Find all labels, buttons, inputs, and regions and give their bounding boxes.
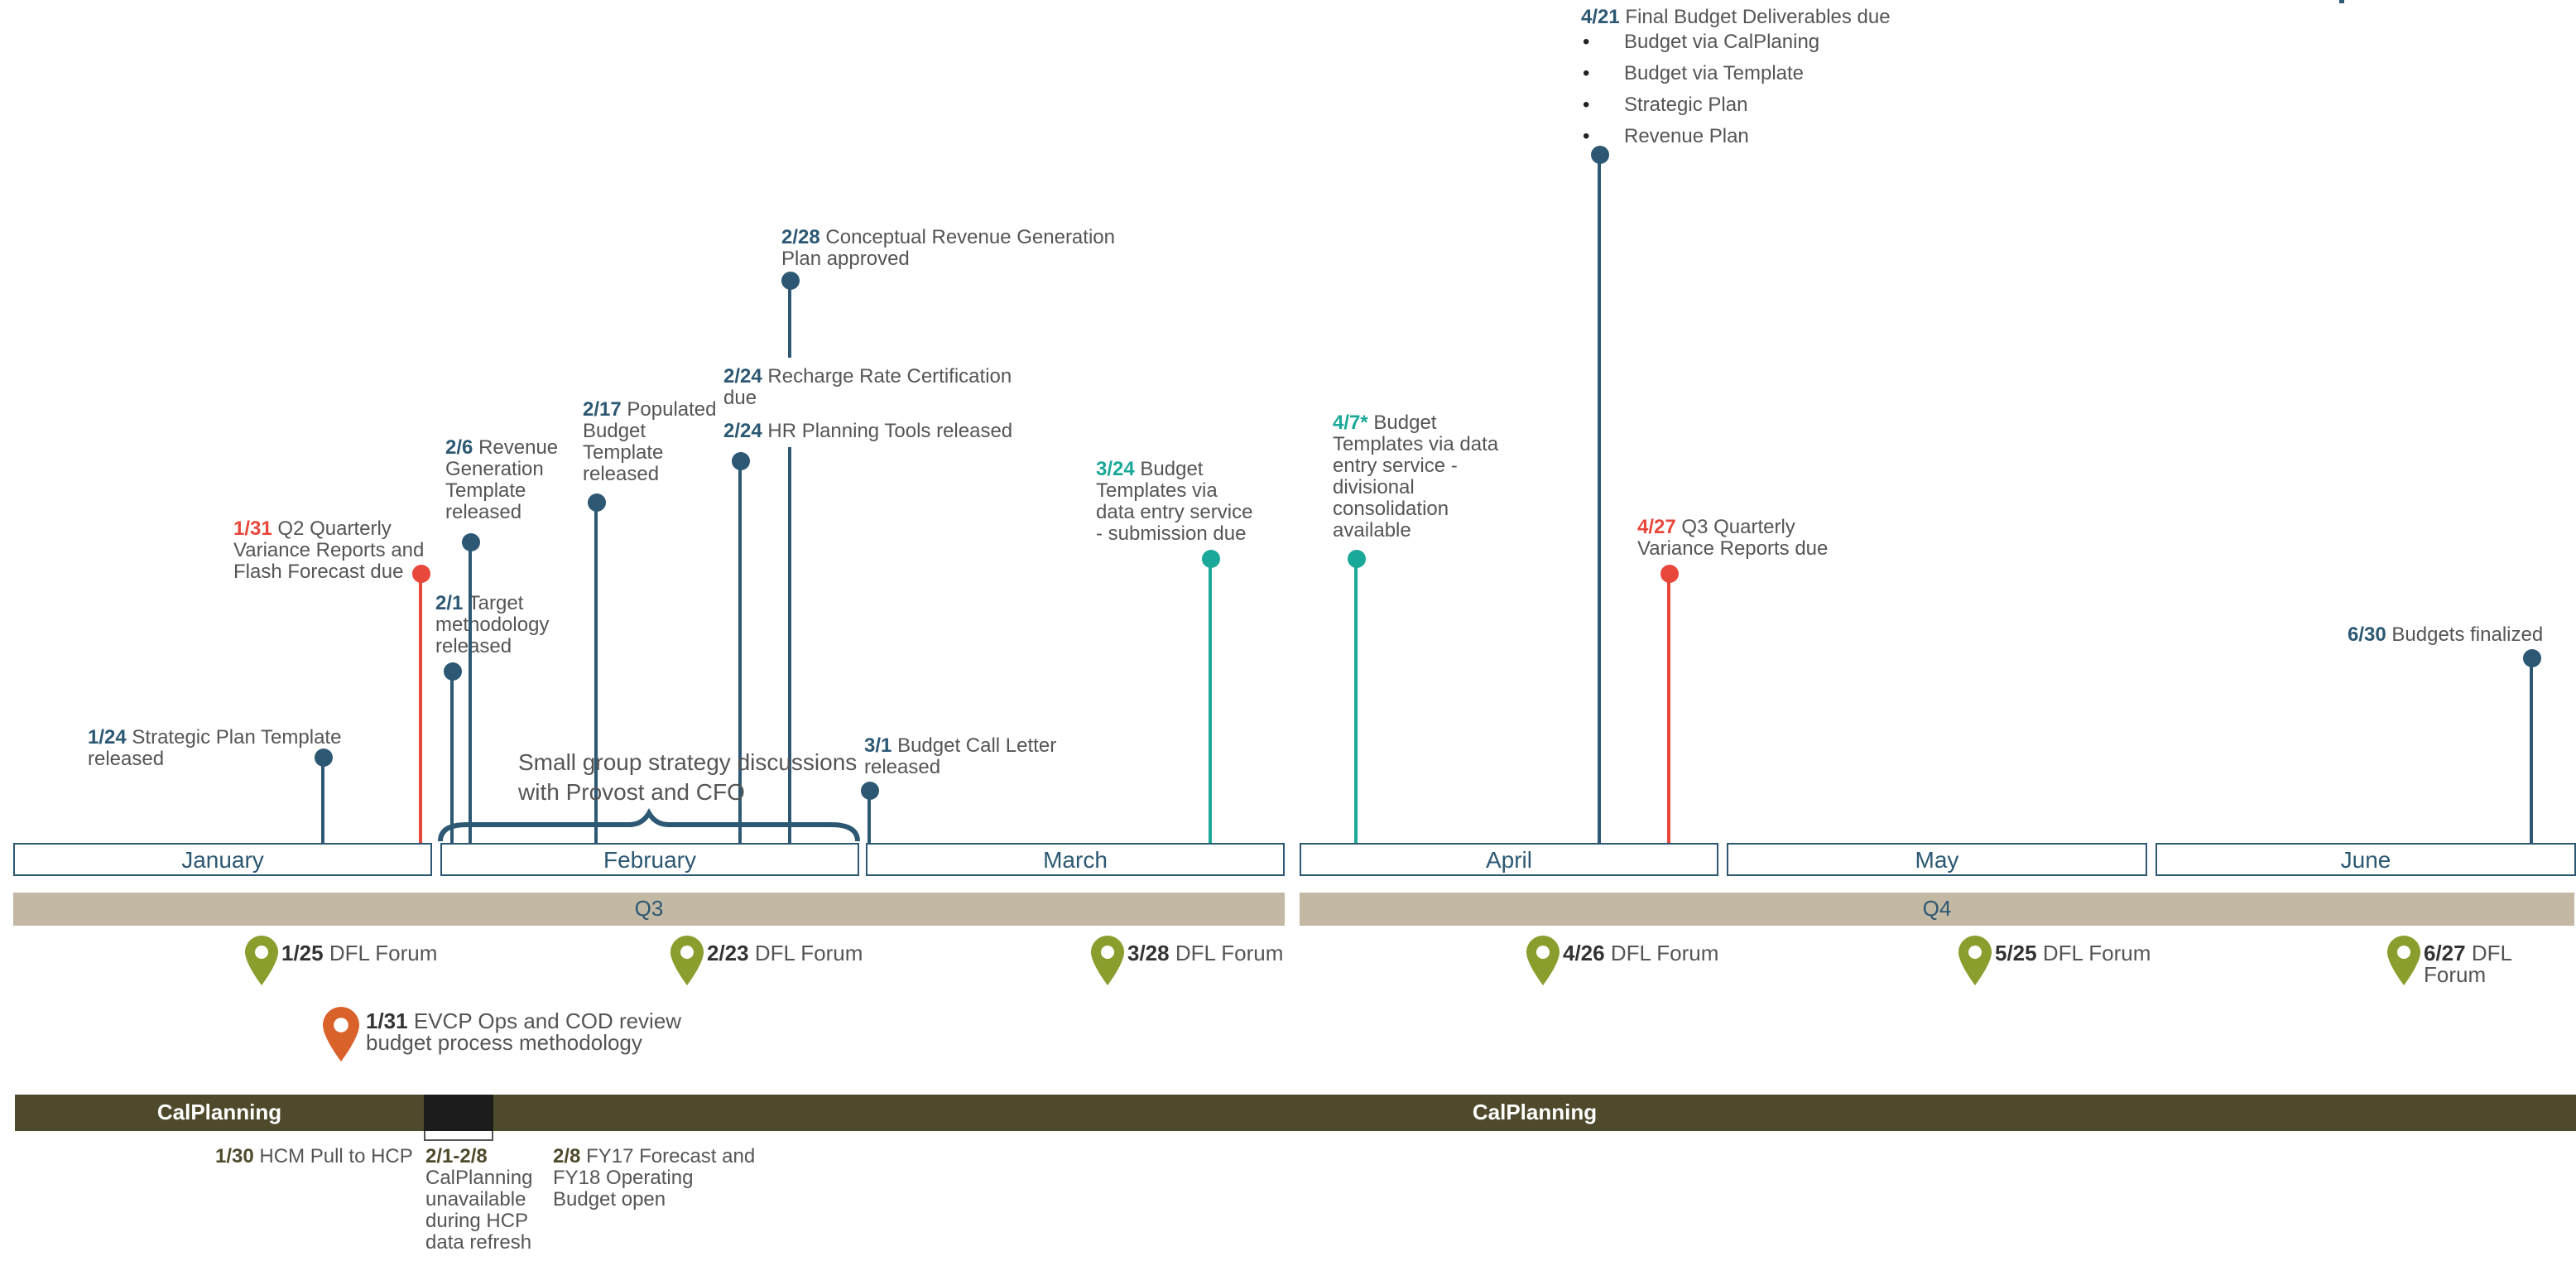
deliverable-item: Budget via Template [1583,58,1914,89]
brace-icon [438,808,860,842]
milestone-label-0407: 4/7* Budget Templates via data entry ser… [1333,411,1499,542]
milestone-label-0324: 3/24 Budget Templates via data entry ser… [1096,457,1253,545]
milestone-stem [867,795,871,843]
milestone-dot[interactable] [1660,565,1678,583]
deliverable-item: Revenue Plan [1583,121,1914,152]
evcp-label: 1/31 EVCP Ops and COD review budget proc… [366,1008,682,1055]
forum-label: 4/26 DFL Forum [1563,941,1719,965]
blackout-bracket [424,1131,493,1141]
forum-label: 3/28 DFL Forum [1127,941,1284,965]
milestone-stem [788,285,791,358]
milestone-label-0421: 4/21 Final Budget Deliverables due [1581,5,1891,28]
forum-label: 6/27 DFL Forum [2424,941,2512,987]
calplanning-bar-left: CalPlanning [15,1095,424,1131]
milestone-stem [1667,578,1670,843]
deliverable-item: Strategic Plan [1583,89,1914,121]
quarter-q3: Q3 [13,893,1285,926]
map-pin-icon [323,1007,359,1061]
month-may: May [1727,843,2147,876]
milestone-stem [1354,563,1358,843]
brace-label: Small group strategy discussions with Pr… [518,749,858,805]
month-june: June [2155,843,2576,876]
milestone-stem [2530,662,2533,843]
milestone-label-0206: 2/6 Revenue Generation Template released [445,436,559,523]
month-february: February [440,843,859,876]
map-pin-icon [1958,936,1992,985]
forum-label: 5/25 DFL Forum [1995,941,2151,965]
milestone-dot[interactable] [411,565,430,583]
month-april: April [1300,843,1718,876]
milestone-stem [469,546,472,843]
map-pin-icon [1526,936,1560,985]
milestone-label-0228: 2/28 Conceptual Revenue Generation Plan … [781,225,1115,270]
milestone-label-0301: 3/1 Budget Call Letter released [864,734,1057,778]
map-pin-icon [670,936,704,985]
milestone-dot[interactable] [461,533,479,551]
milestone-dot[interactable] [731,452,749,470]
milestone-label-0124: 1/24 Strategic Plan Template released [88,725,342,770]
cp-note-hcm: 1/30 HCM Pull to HCP [215,1144,413,1167]
calplanning-bar-right: CalPlanning [493,1095,2576,1131]
milestone-label-0427: 4/27 Q3 Quarterly Variance Reports due [1637,515,1829,560]
milestone-label-0217: 2/17 Populated Budget Template released [583,397,717,485]
forum-label: 2/23 DFL Forum [707,941,863,965]
milestone-label-0224-recharge: 2/24 Recharge Rate Certification due [723,364,1012,409]
month-january: January [13,843,432,876]
milestone-label-0224-hr: 2/24 HR Planning Tools released [723,419,1013,442]
milestone-stem [450,676,454,843]
milestone-stem [738,465,742,843]
month-march: March [866,843,1285,876]
calplanning-blackout [424,1095,493,1131]
milestone-dot[interactable] [314,749,332,767]
cp-note-fy: 2/8 FY17 Forecast and FY18 Operating Bud… [553,1144,756,1211]
milestone-stem [1598,159,1601,843]
map-pin-icon [245,936,278,985]
milestone-dot[interactable] [1347,550,1365,568]
milestone-dot[interactable] [2522,649,2540,667]
milestone-dot[interactable] [587,493,605,512]
milestone-stem [1209,563,1212,843]
milestone-label-0630: 6/30 Budgets finalized [2348,623,2544,646]
map-pin-icon [2387,936,2420,985]
milestone-dot[interactable] [443,662,461,681]
milestone-label-0201: 2/1 Target methodology released [435,591,550,657]
map-pin-icon [1091,936,1124,985]
milestone-stem [788,447,791,843]
deliverables-list: Budget via CalPlaning Budget via Templat… [1583,26,1914,152]
forum-label: 1/25 DFL Forum [281,941,438,965]
milestone-stem [419,578,422,843]
quarter-q4: Q4 [1300,893,2574,926]
milestone-stem [321,762,324,843]
milestone-label-0131: 1/31 Q2 Quarterly Variance Reports and F… [233,517,425,583]
milestone-dot[interactable] [860,782,878,800]
cutoff-mark [2339,0,2344,3]
milestone-dot[interactable] [781,272,799,290]
deliverable-item: Budget via CalPlaning [1583,26,1914,58]
milestone-stem [594,507,598,843]
cp-note-refresh: 2/1-2/8 CalPlanning unavailable during H… [425,1144,533,1254]
milestone-dot[interactable] [1201,550,1219,568]
